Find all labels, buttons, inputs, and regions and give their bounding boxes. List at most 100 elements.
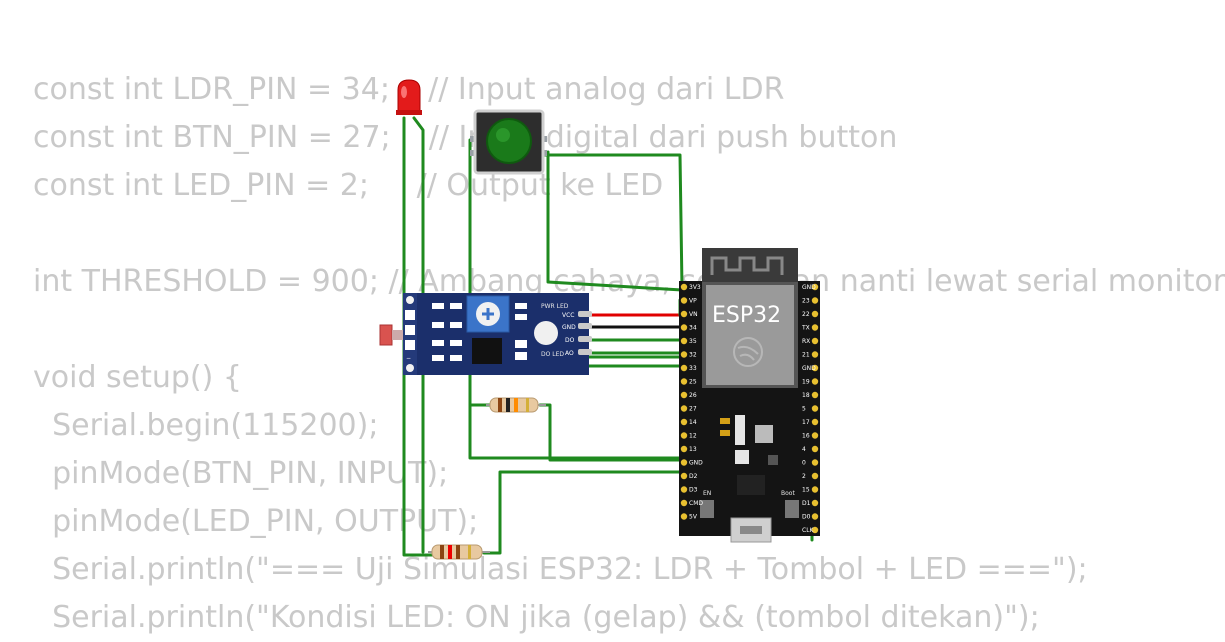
esp32-pin[interactable]: [680, 513, 688, 520]
esp32-pin-label: 12: [689, 433, 697, 440]
esp32-pin-label: TX: [801, 325, 810, 332]
wire-button-gnd: [468, 403, 692, 460]
esp32-pin[interactable]: [811, 351, 819, 358]
esp32-pin[interactable]: [680, 391, 688, 399]
esp32-pin[interactable]: [811, 297, 819, 304]
code-line: Serial.begin(115200);: [33, 408, 379, 443]
wire-led-cathode: [402, 116, 434, 557]
module-pin-ao: AO: [565, 350, 574, 357]
module-plus-label: +: [406, 312, 411, 319]
esp32-pin-label: D0: [802, 514, 811, 521]
esp32-pin[interactable]: [811, 364, 819, 372]
esp32-pin[interactable]: [811, 526, 819, 534]
code-line: Serial.println("Kondisi LED: ON jika (ge…: [33, 600, 1040, 635]
wire-resistor1: [538, 403, 692, 462]
esp32-pin-label: 18: [802, 392, 810, 399]
code-line: Serial.println("=== Uji Simulasi ESP32: …: [33, 552, 1088, 587]
circuit-canvas[interactable]: + − PWR LED DO LED VCC GND DO AO: [0, 0, 1200, 630]
wire-button-right: [546, 150, 684, 292]
resistor-1[interactable]: [486, 397, 546, 413]
esp32-pin[interactable]: [811, 499, 819, 507]
esp32-pin-label: 22: [802, 311, 810, 318]
esp32-pin[interactable]: [680, 459, 688, 466]
resistor-2[interactable]: [428, 544, 490, 560]
esp32-pin-label: 21: [802, 352, 810, 359]
esp32-pin[interactable]: [811, 405, 819, 412]
red-led-icon[interactable]: [396, 79, 422, 115]
esp32-pin-label: 27: [689, 406, 697, 413]
esp32-pin-label: 26: [689, 392, 697, 399]
esp32-pin[interactable]: [680, 283, 688, 291]
esp32-pin-label: GND: [689, 460, 703, 467]
module-pin-vcc: VCC: [562, 312, 574, 319]
module-pin-do: DO: [565, 337, 575, 344]
esp32-pin[interactable]: [680, 351, 688, 358]
esp32-pin[interactable]: [811, 418, 819, 426]
esp32-pin[interactable]: [680, 499, 688, 507]
module-minus-label: −: [406, 355, 411, 362]
ldr-module[interactable]: + − PWR LED DO LED VCC GND DO AO: [379, 293, 592, 375]
esp32-pin[interactable]: [680, 378, 688, 385]
esp32-pin-label: 23: [802, 298, 810, 305]
esp32-pin[interactable]: [680, 472, 688, 480]
esp32-pin-label: 3V3: [689, 284, 701, 291]
esp32-pin[interactable]: [811, 337, 819, 345]
esp32-pin[interactable]: [811, 445, 819, 453]
esp32-pin-label: 2: [802, 473, 806, 480]
esp32-pin[interactable]: [680, 405, 688, 412]
esp32-pin-label: VP: [689, 298, 697, 305]
wire-led-anode: [412, 116, 425, 554]
esp32-pin[interactable]: [811, 486, 819, 493]
esp32-pin[interactable]: [680, 337, 688, 345]
esp32-pin[interactable]: [811, 310, 819, 318]
esp32-pin[interactable]: [680, 418, 688, 426]
esp32-pin-label: 16: [802, 433, 810, 440]
esp32-pin[interactable]: [811, 459, 819, 466]
esp32-board[interactable]: ESP32 EN Boot 3V3VPVN3435323325262714121…: [679, 248, 820, 543]
code-line: void setup() {: [33, 360, 242, 395]
esp32-pin[interactable]: [811, 324, 819, 331]
pwr-led-label: PWR LED: [541, 303, 569, 310]
code-line: const int LDR_PIN = 34; // Input analog …: [33, 72, 785, 107]
esp32-title: ESP32: [712, 303, 781, 328]
esp32-pin[interactable]: [811, 391, 819, 399]
esp32-pin[interactable]: [811, 378, 819, 385]
espressif-logo-icon: [733, 337, 763, 367]
esp32-pin[interactable]: [811, 283, 819, 291]
esp32-pin-label: D2: [689, 473, 698, 480]
esp32-pin-label: 25: [689, 379, 697, 386]
esp32-pin-label: D3: [689, 487, 698, 494]
esp32-pin-label: 32: [689, 352, 697, 359]
esp32-pin-label: 19: [802, 379, 810, 386]
esp32-pin-label: 14: [689, 419, 697, 426]
esp32-pin-label: CLK: [802, 527, 815, 534]
esp32-pin-label: CMD: [689, 500, 703, 507]
code-line: pinMode(BTN_PIN, INPUT);: [33, 456, 449, 491]
esp32-pin[interactable]: [811, 513, 819, 520]
esp32-pin[interactable]: [680, 364, 688, 372]
esp32-pin[interactable]: [680, 486, 688, 493]
esp32-pin[interactable]: [680, 445, 688, 453]
esp32-pin[interactable]: [680, 432, 688, 439]
esp32-pin-label: 5: [802, 406, 806, 413]
esp32-pin[interactable]: [680, 310, 688, 318]
code-editor[interactable]: const int LDR_PIN = 34; // Input analog …: [33, 66, 1225, 642]
esp32-pin-label: 4: [802, 446, 806, 453]
esp32-pin-label: D1: [802, 500, 811, 507]
esp32-pin[interactable]: [811, 472, 819, 480]
en-button-label: EN: [703, 490, 711, 497]
push-button-icon[interactable]: [470, 109, 547, 175]
esp32-pin-label: 35: [689, 338, 697, 345]
esp32-pin[interactable]: [680, 324, 688, 331]
esp32-pin[interactable]: [680, 297, 688, 304]
esp32-pin-label: RX: [802, 338, 810, 345]
wire-resistor2: [482, 470, 818, 555]
do-led-label: DO LED: [541, 351, 564, 358]
boot-button-label: Boot: [781, 490, 795, 497]
esp32-pin-label: GND: [802, 284, 816, 291]
esp32-pin-label: 34: [689, 325, 697, 332]
esp32-pin-label: VN: [689, 311, 698, 318]
module-pin-gnd: GND: [562, 324, 576, 331]
esp32-pin[interactable]: [811, 432, 819, 439]
